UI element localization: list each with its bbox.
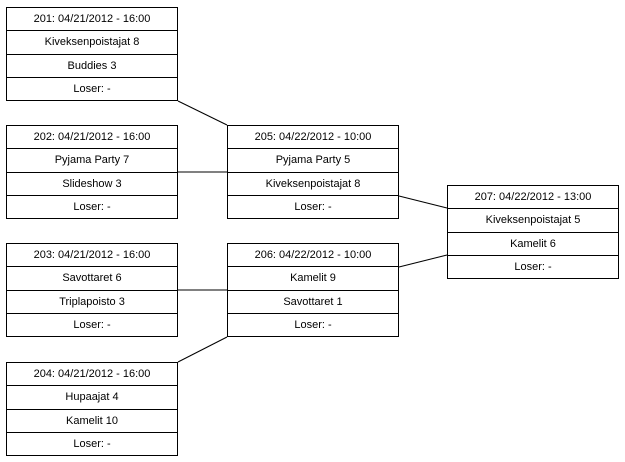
match-header: 203: 04/21/2012 - 16:00 [7, 244, 177, 268]
connector-205-to-207 [398, 195, 448, 209]
team-1-score: Savottaret 6 [7, 267, 177, 291]
match-206-box: 206: 04/22/2012 - 10:00 Kamelit 9 Savott… [227, 243, 399, 337]
match-header: 202: 04/21/2012 - 16:00 [7, 126, 177, 150]
team-2-score: Savottaret 1 [228, 291, 398, 314]
match-header: 204: 04/21/2012 - 16:00 [7, 363, 177, 387]
match-202-box: 202: 04/21/2012 - 16:00 Pyjama Party 7 S… [6, 125, 178, 219]
team-1-score: Kiveksenpoistajat 5 [448, 209, 618, 233]
connector-206-to-207 [398, 254, 448, 268]
match-header: 201: 04/21/2012 - 16:00 [7, 8, 177, 32]
loser-label: Loser: - [73, 437, 111, 450]
team-1-score: Hupaajat 4 [7, 386, 177, 410]
match-207-box: 207: 04/22/2012 - 13:00 Kiveksenpoistaja… [447, 185, 619, 279]
team-2-score: Buddies 3 [7, 55, 177, 78]
loser-label: Loser: - [294, 318, 332, 331]
team-2-score: Kamelit 10 [7, 410, 177, 433]
loser-label: Loser: - [73, 200, 111, 213]
team-2-score: Slideshow 3 [7, 173, 177, 196]
connector-204-to-206 [177, 336, 228, 363]
match-header: 207: 04/22/2012 - 13:00 [448, 186, 618, 210]
team-2-score: Triplapoisto 3 [7, 291, 177, 314]
match-203-box: 203: 04/21/2012 - 16:00 Savottaret 6 Tri… [6, 243, 178, 337]
loser-label: Loser: - [73, 318, 111, 331]
match-header: 206: 04/22/2012 - 10:00 [228, 244, 398, 268]
team-1-score: Pyjama Party 7 [7, 149, 177, 173]
team-1-score: Kamelit 9 [228, 267, 398, 291]
match-201-box: 201: 04/21/2012 - 16:00 Kiveksenpoistaja… [6, 7, 178, 101]
team-1-score: Pyjama Party 5 [228, 149, 398, 173]
match-header: 205: 04/22/2012 - 10:00 [228, 126, 398, 150]
team-2-score: Kiveksenpoistajat 8 [228, 173, 398, 196]
loser-label: Loser: - [73, 82, 111, 95]
connector-201-to-205 [177, 100, 228, 126]
match-204-box: 204: 04/21/2012 - 16:00 Hupaajat 4 Kamel… [6, 362, 178, 456]
loser-label: Loser: - [514, 260, 552, 273]
match-205-box: 205: 04/22/2012 - 10:00 Pyjama Party 5 K… [227, 125, 399, 219]
team-2-score: Kamelit 6 [448, 233, 618, 256]
loser-label: Loser: - [294, 200, 332, 213]
team-1-score: Kiveksenpoistajat 8 [7, 31, 177, 55]
